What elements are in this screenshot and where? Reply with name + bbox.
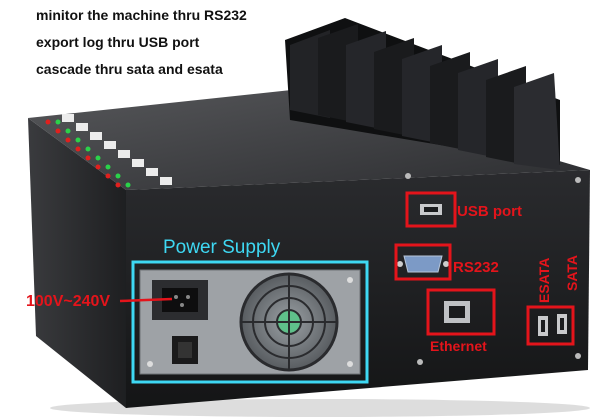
feature-note-rs232: minitor the machine thru RS232 — [36, 7, 247, 23]
esata-sata-highlight — [526, 305, 575, 346]
rs232-highlight — [394, 243, 452, 281]
feature-note-usb: export log thru USB port — [36, 34, 200, 50]
sata-label: SATA — [564, 254, 580, 291]
rs232-port — [397, 255, 449, 273]
rs232-label: RS232 — [453, 259, 499, 276]
esata-label: ESATA — [536, 257, 552, 303]
esata-sata-ports — [538, 314, 567, 336]
ethernet-label: Ethernet — [430, 338, 487, 354]
drive-trays — [285, 18, 560, 170]
chassis-screws — [405, 173, 581, 365]
power-supply-highlight — [131, 260, 369, 384]
tray-buttons — [62, 114, 172, 185]
chassis-top — [28, 88, 590, 190]
ethernet-highlight — [426, 288, 496, 336]
usb-highlight — [405, 191, 457, 228]
ethernet-port — [444, 301, 470, 323]
voltage-arrow — [119, 297, 173, 303]
usb-port-label: USB port — [457, 203, 522, 220]
cooling-fan — [239, 272, 339, 372]
voltage-label: 100V~240V — [26, 293, 111, 310]
feature-note-cascade: cascade thru sata and esata — [36, 61, 223, 77]
ground-shadow — [50, 399, 590, 417]
status-leds — [45, 119, 131, 188]
chassis-side — [28, 118, 126, 408]
power-supply-unit — [139, 269, 361, 375]
power-supply-label: Power Supply — [163, 237, 281, 258]
usb-port — [420, 204, 442, 215]
